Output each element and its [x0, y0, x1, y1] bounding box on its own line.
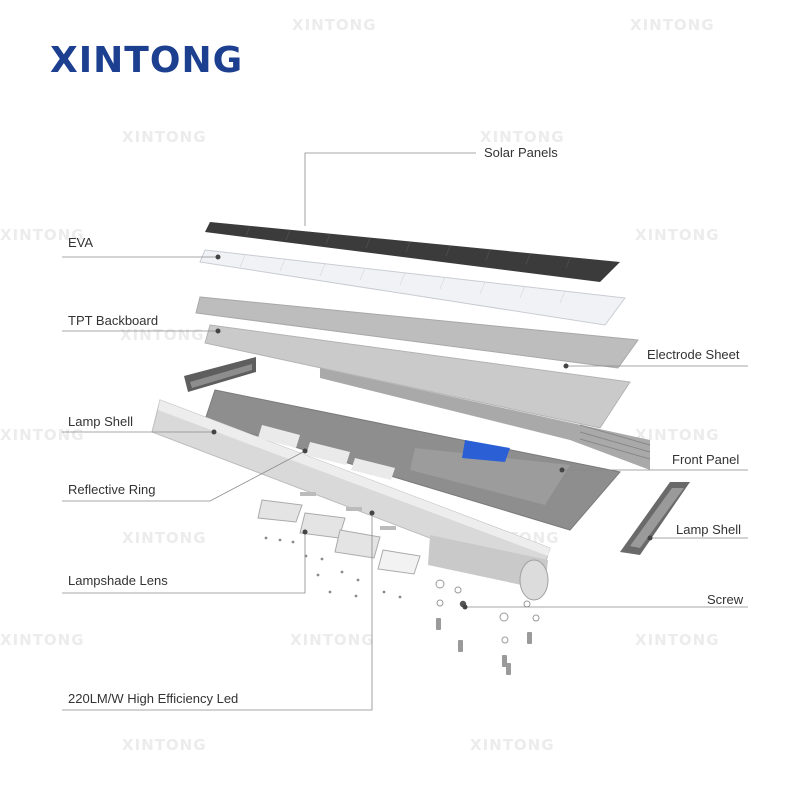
label-led: 220LM/W High Efficiency Led: [68, 691, 239, 706]
brand-logo: XINTONG: [50, 40, 244, 81]
watermark: XINTONG: [480, 128, 565, 146]
tpt-backboard-layer: [195, 296, 639, 369]
lamp-body: [151, 399, 551, 601]
left-end-cap: [184, 357, 256, 392]
watermark: XINTONG: [0, 426, 85, 444]
watermark: XINTONG: [635, 226, 720, 244]
watermark: XINTONG: [122, 736, 207, 754]
label-front-panel: Front Panel: [672, 452, 740, 467]
leader-lampshade-lens: [62, 532, 306, 594]
watermark: XINTONG: [0, 631, 85, 649]
lampshade-lenses: [257, 492, 421, 575]
watermark: XINTONG: [635, 631, 720, 649]
eva-layer: [199, 249, 626, 326]
leader-dots: [211, 254, 653, 610]
watermark: XINTONG: [0, 226, 85, 244]
label-lamp-shell-left: Lamp Shell: [68, 414, 134, 429]
label-lampshade-lens: Lampshade Lens: [68, 573, 168, 588]
watermark: XINTONG: [630, 16, 715, 34]
label-reflective-ring: Reflective Ring: [68, 482, 156, 497]
watermark: XINTONG: [122, 529, 207, 547]
label-lamp-shell-right: Lamp Shell: [676, 522, 742, 537]
watermark: XINTONG: [120, 326, 205, 344]
screws: [264, 536, 540, 675]
leader-lines: [62, 152, 748, 711]
watermarks: XINTONG XINTONG XINTONG XINTONG XINTONG …: [0, 16, 720, 754]
watermark: XINTONG: [635, 426, 720, 444]
watermark: XINTONG: [122, 128, 207, 146]
solar-panel-layer: [205, 222, 620, 282]
label-solar-panels: Solar Panels: [484, 145, 558, 160]
watermark: XINTONG: [290, 631, 375, 649]
leader-solar-panels: [304, 152, 476, 226]
right-end-cap: [620, 482, 690, 555]
front-panel-layer: [204, 389, 621, 531]
electrode-sheet-layer: [204, 324, 651, 470]
label-eva: EVA: [68, 235, 94, 250]
watermark: XINTONG: [292, 16, 377, 34]
leader-reflective-ring: [62, 450, 306, 502]
label-tpt-backboard: TPT Backboard: [68, 313, 159, 328]
label-screw: Screw: [707, 592, 744, 607]
leader-led: [62, 513, 373, 711]
label-electrode-sheet: Electrode Sheet: [647, 347, 740, 362]
watermark: XINTONG: [470, 736, 555, 754]
